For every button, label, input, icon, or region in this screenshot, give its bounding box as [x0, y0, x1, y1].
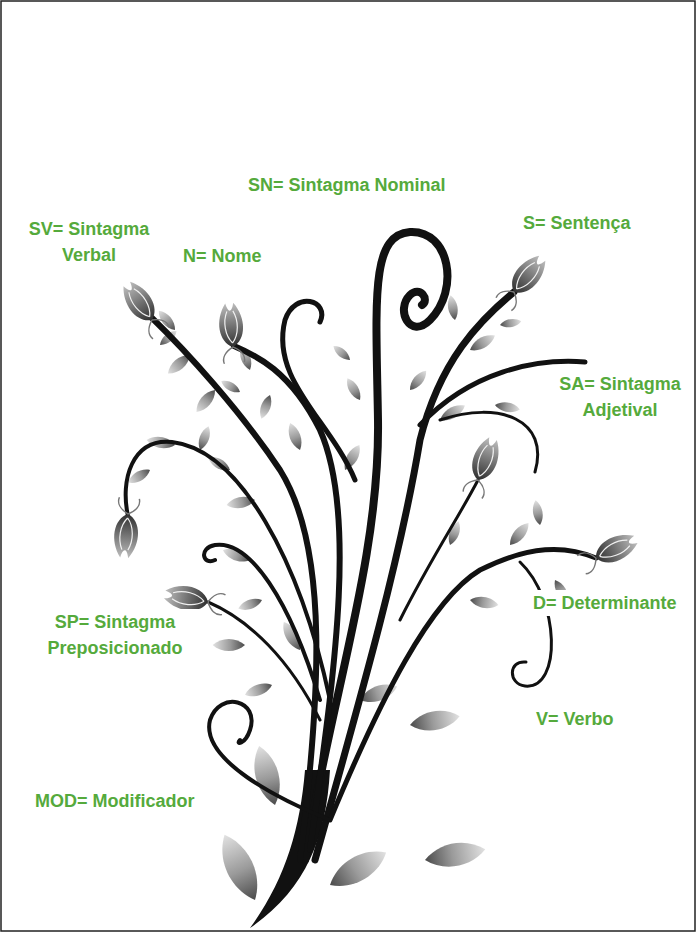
branch: [283, 301, 355, 480]
leaf: [192, 387, 219, 416]
abbreviation-label: S= Sentença: [520, 210, 634, 236]
leaf: [196, 425, 213, 452]
leaf: [423, 838, 487, 871]
abbreviation-label: V= Verbo: [533, 706, 617, 732]
branch: [234, 346, 340, 850]
leaf: [212, 829, 267, 906]
leaf: [406, 368, 429, 393]
label-holder: N= Nome: [180, 243, 265, 269]
abbreviation-label: SN= Sintagma Nominal: [245, 172, 449, 198]
curl: [204, 545, 320, 700]
abbreviation-label: SP= Sintagma Preposicionado: [20, 609, 210, 661]
branch: [305, 232, 447, 860]
label-holder: MOD= Modificador: [32, 788, 198, 814]
leaf: [446, 294, 460, 320]
leaf: [343, 376, 364, 403]
leaf: [243, 680, 274, 700]
flower-bud: [576, 529, 640, 576]
abbreviation-label: SA= Sintagma Adjetival: [548, 371, 692, 423]
label-holder: V= Verbo: [533, 706, 617, 732]
branches: [126, 232, 596, 928]
label-holder: SV= Sintagma Verbal: [14, 216, 164, 268]
flower-bud: [112, 497, 141, 559]
leaf: [408, 707, 461, 734]
abbreviation-label: D= Determinante: [530, 590, 680, 616]
abbreviation-label: MOD= Modificador: [32, 788, 198, 814]
leaf: [494, 400, 520, 414]
leaf: [285, 421, 305, 452]
buds: [112, 251, 641, 617]
leaf: [506, 519, 533, 548]
leaf: [331, 343, 353, 363]
label-holder: SA= Sintagma Adjetival: [548, 371, 692, 423]
flower-bud: [117, 277, 171, 340]
label-holder: SN= Sintagma Nominal: [245, 172, 449, 198]
branch: [400, 480, 478, 620]
leaf: [469, 595, 499, 611]
flower-bud: [217, 302, 246, 364]
label-holder: SP= Sintagma Preposicionado: [20, 609, 210, 661]
abbreviation-label: SV= Sintagma Verbal: [14, 216, 164, 268]
leaf: [324, 842, 392, 895]
flower-bud: [495, 251, 552, 312]
curl: [209, 702, 330, 820]
leaf: [499, 317, 522, 329]
label-holder: S= Sentença: [520, 210, 634, 236]
branch: [152, 318, 316, 860]
abbreviation-label: N= Nome: [180, 243, 265, 269]
leaf: [531, 499, 545, 525]
leaf: [213, 639, 245, 651]
leaf: [237, 596, 264, 613]
label-holder: D= Determinante: [530, 590, 680, 616]
branch: [126, 442, 330, 700]
flower-bud: [461, 435, 504, 500]
leaf: [257, 393, 274, 420]
curl: [512, 562, 551, 686]
